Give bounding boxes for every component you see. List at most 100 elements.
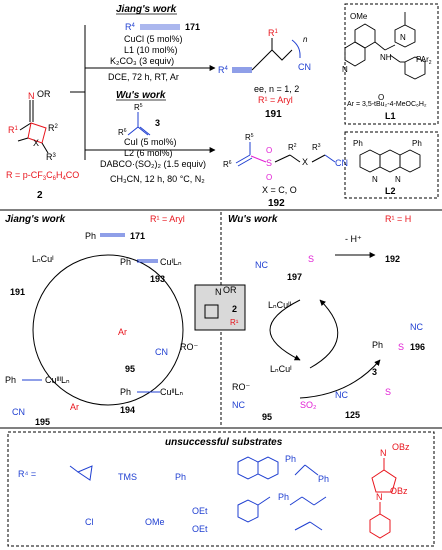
substrate-n: N xyxy=(28,91,35,101)
product-192-o1: O xyxy=(266,146,272,155)
bottom-stilbene-ph-1: Ph xyxy=(285,454,296,464)
svg-text:R4: R4 xyxy=(125,22,136,32)
bottom-cyclopropyl xyxy=(69,465,93,481)
l1-n2: N xyxy=(400,33,406,42)
product-192-cn: CN xyxy=(335,158,348,168)
l1-nh: NH xyxy=(380,53,392,62)
left-cuii: CuᴵᴵLₙ xyxy=(160,387,184,397)
svg-text:171: 171 xyxy=(185,22,200,32)
l1-n1: N xyxy=(342,65,348,74)
right-nc-197: NC xyxy=(255,260,268,270)
product-192-s: S xyxy=(266,158,272,168)
l1-ome: OMe xyxy=(350,12,368,21)
product-192-r5: R5 xyxy=(245,133,254,142)
wu-conditions: CH₃CN, 12 h, 80 °C, N₂ xyxy=(110,174,205,184)
right-cycle-arc-3 xyxy=(299,359,381,399)
product-192-r3: R3 xyxy=(312,143,321,152)
bottom-tms: TMS xyxy=(118,472,137,482)
bottom-ph: Ph xyxy=(175,472,186,482)
right-lncui: LₙCuᴵ xyxy=(270,364,292,374)
bottom-cl: Cl xyxy=(85,517,94,527)
ligand-l2-box xyxy=(344,131,439,199)
left-alkyne-ph: Ph xyxy=(85,231,96,241)
product-192-o2: O xyxy=(266,173,272,182)
svg-text:R6: R6 xyxy=(118,128,127,137)
center-r1: R¹ xyxy=(230,318,239,327)
center-n: N xyxy=(215,287,222,297)
product-192-number: 192 xyxy=(268,198,285,209)
wu-alkene-3: R5 R6 3 xyxy=(118,103,160,137)
bottom-oet-1: OEt xyxy=(192,506,208,516)
right-nc-196: NC xyxy=(410,322,423,332)
l1-ar-definition: Ar = 3,5-tBu₂-4-MeOC₆H₂ xyxy=(347,101,427,108)
left-ph-195: Ph xyxy=(5,375,16,385)
right-192: 192 xyxy=(385,254,400,264)
right-cycle-arc-1 xyxy=(269,299,301,361)
left-cn-95: CN xyxy=(155,347,168,357)
wu-reagent-2: L2 (6 mol%) xyxy=(124,148,173,158)
center-substrate-box xyxy=(194,284,246,331)
bottom-alkenes xyxy=(237,456,327,531)
jiang-alkyne-171: R4 171 xyxy=(125,22,200,32)
substrate-2 xyxy=(17,100,49,154)
branch-arrows xyxy=(70,25,216,160)
l2-ph2: Ph xyxy=(412,139,422,148)
product-192-x: X xyxy=(302,157,308,167)
bottom-r4-label: R⁴ = xyxy=(18,469,36,479)
bottom-oxime-n-1: N xyxy=(380,448,387,458)
left-cuiln: CuᴵLₙ xyxy=(160,257,182,267)
substrate-or: OR xyxy=(37,89,51,99)
unsuccessful-title: unsuccessful substrates xyxy=(165,437,283,448)
mech-right-title: Wu's work xyxy=(228,214,278,225)
right-cycle-arc-2 xyxy=(309,299,339,369)
left-195: 195 xyxy=(35,417,50,427)
l2-n2: N xyxy=(395,175,401,184)
left-ar-95: Ar xyxy=(118,327,127,337)
jiang-conditions: DCE, 72 h, RT, Ar xyxy=(108,72,179,82)
wu-reagent-1: CuI (5 mol%) xyxy=(124,137,177,147)
jiang-reagent-3: K₂CO₃ (3 equiv) xyxy=(110,56,174,66)
ligand-l1-box xyxy=(344,3,439,125)
bottom-ome: OMe xyxy=(145,517,165,527)
l2-n1: N xyxy=(372,175,378,184)
left-ro: RO⁻ xyxy=(180,342,199,352)
right-196: 196 xyxy=(410,342,425,352)
right-ph: Ph xyxy=(372,340,383,350)
right-125: 125 xyxy=(345,410,360,420)
right-s-125: S xyxy=(385,387,391,397)
l1-o: O xyxy=(378,93,384,102)
ligand-l2-structure xyxy=(359,149,421,173)
l1-label: L1 xyxy=(385,111,396,121)
jiang-title: Jiang's work xyxy=(116,4,177,15)
right-lncuii: LₙCuᴵᴵ xyxy=(268,300,292,310)
mech-left-title: Jiang's work xyxy=(5,214,66,225)
substrate-r1: R1 xyxy=(8,125,19,135)
l2-label: L2 xyxy=(385,186,396,196)
wu-product-192 xyxy=(235,142,336,167)
left-ar-195: Ar xyxy=(70,402,79,412)
center-or: OR xyxy=(223,285,237,295)
right-95: 95 xyxy=(262,412,272,422)
right-hplus: - H⁺ xyxy=(345,234,362,244)
right-3: 3 xyxy=(372,367,377,377)
right-so2: SO₂ xyxy=(300,400,317,410)
substrate-r3: R3 xyxy=(46,152,57,162)
wu-reagent-3: DABCO·(SO₂)₂ (1.5 equiv) xyxy=(100,159,206,169)
left-cn-195: CN xyxy=(12,407,25,417)
bottom-stilbene-ph-2: Ph xyxy=(318,474,329,484)
right-nc-95: NC xyxy=(232,400,245,410)
left-95: 95 xyxy=(125,364,135,374)
left-cycle-ring xyxy=(32,254,184,406)
top-scheme: N OR R1 X R2 R3 R = p-CF3C6H4CO 2 Jiang'… xyxy=(6,3,439,209)
right-197: 197 xyxy=(287,272,302,282)
product-192-r6: R6 xyxy=(223,160,232,169)
product-191-note-2: R¹ = Aryl xyxy=(258,95,293,105)
mech-left-note: R¹ = Aryl xyxy=(150,214,185,224)
right-ro: RO⁻ xyxy=(232,382,251,392)
product-191-cn: CN xyxy=(298,62,311,72)
bottom-oxime-obz-2: OBz xyxy=(390,486,408,496)
ligand-l1-structure xyxy=(344,12,426,80)
bottom-oxime-obz-1: OBz xyxy=(392,442,410,452)
product-192-note: X = C, O xyxy=(262,185,297,195)
product-191-n: n xyxy=(303,35,308,44)
